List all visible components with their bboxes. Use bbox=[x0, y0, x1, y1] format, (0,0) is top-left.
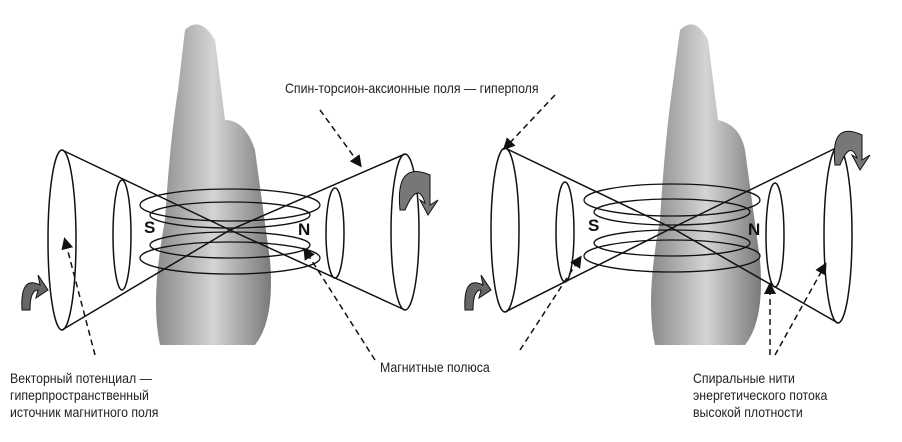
pointer-arrow bbox=[61, 237, 96, 356]
label-line: источник магнитного поля bbox=[10, 404, 159, 420]
north-pole-label: N bbox=[748, 220, 761, 239]
south-pole-label: S bbox=[144, 218, 156, 237]
rotation-arrow-icon bbox=[833, 130, 871, 171]
spiral-threads-label: Спиральные нити энергетического потока в… bbox=[693, 370, 827, 421]
label-line: гиперпространственный bbox=[10, 387, 149, 403]
rotation-arrow-icon bbox=[398, 171, 439, 216]
rotation-arrow-icon bbox=[21, 274, 49, 311]
north-pole-label: N bbox=[298, 220, 311, 239]
pointer-arrow bbox=[502, 94, 556, 151]
magnetic-rings bbox=[139, 188, 321, 275]
pointer-arrow bbox=[303, 247, 376, 361]
rotation-arrow-icon bbox=[464, 274, 492, 311]
magnetic-rings bbox=[583, 183, 761, 273]
pointer-arrow bbox=[319, 109, 362, 168]
right-hand-diagram bbox=[464, 24, 871, 356]
pointer-arrow bbox=[519, 255, 582, 351]
left-hand-diagram bbox=[21, 24, 439, 361]
label-line: энергетического потока bbox=[693, 387, 828, 403]
torsion-fields-label: Спин-торсион-аксионные поля — гиперполя bbox=[285, 80, 539, 96]
magnetic-poles-label: Магнитные полюса bbox=[380, 359, 490, 375]
vortex-cones bbox=[47, 149, 420, 331]
label-line: Векторный потенциал — bbox=[10, 370, 152, 386]
hand-illustration bbox=[156, 24, 271, 345]
vector-potential-label: Векторный потенциал — гиперпространствен… bbox=[10, 370, 158, 421]
label-line: высокой плотности bbox=[693, 404, 803, 420]
south-pole-label: S bbox=[588, 216, 600, 235]
label-line: Спиральные нити bbox=[693, 370, 795, 386]
pointer-arrow bbox=[774, 262, 827, 356]
